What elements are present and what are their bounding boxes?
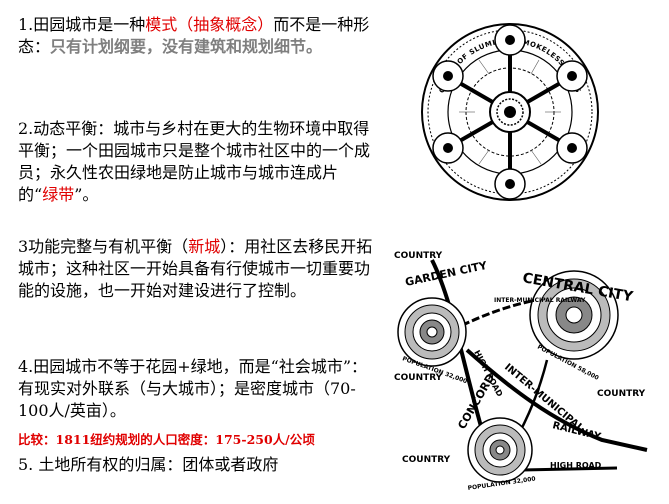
garden-city-rings xyxy=(397,297,467,367)
density-note: 比较：1811纽约规划的人口密度：175-250人/公顷 xyxy=(18,432,315,447)
country-label: COUNTRY xyxy=(402,455,451,465)
country-label: COUNTRY xyxy=(597,389,646,399)
item-2-highlight: 绿带 xyxy=(42,185,75,204)
item-2: 2.动态平衡：城市与乡村在更大的生物环境中取得平衡；一个田园城市只是整个城市社区… xyxy=(18,118,378,206)
country-label: COUNTRY xyxy=(394,373,443,383)
central-city-rings xyxy=(529,270,619,360)
item-3-text-c: ）：用社区去移民开拓城市；这种社区一开始具备有行使城市一切重要功能的设施，也一开… xyxy=(18,237,373,300)
item-1-text-c: 而不是一种形态： xyxy=(18,15,370,56)
item-2-text-a: 2.动态平衡：城市与乡村在更大的生物环境中取得平衡；一个田园城市只是整个城市社区… xyxy=(18,119,371,204)
concord-rings xyxy=(467,417,533,483)
item-1-text-a: 1.田园城市是一种 xyxy=(18,15,146,34)
item-1-highlight: 模式（抽象概念） xyxy=(145,15,274,34)
item-1-gray-text: 只有计划纲要，没有建筑和规划细节。 xyxy=(50,37,323,56)
item-4-text: 4.田园城市不等于花园+绿地，而是“社会城市”：有现实对外联系（与大城市）；是密… xyxy=(18,357,368,420)
social-city-diagram: COUNTRY GARDEN CITY CENTRAL CITY COUNTRY… xyxy=(394,251,648,492)
item-1: 1.田园城市是一种模式（抽象概念）而不是一种形态：只有计划纲要，没有建筑和规划细… xyxy=(18,14,378,58)
item-5-text: 5. 土地所有权的归属：团体或者政府 xyxy=(18,455,279,474)
country-label: COUNTRY xyxy=(394,251,443,261)
item-2-text-c: ”。 xyxy=(74,185,99,204)
item-4: 4.田园城市不等于花园+绿地，而是“社会城市”：有现实对外联系（与大城市）；是密… xyxy=(18,356,378,422)
item-3-text-a: 3功能完整与有机平衡（ xyxy=(18,237,189,256)
high-road-label: HIGH ROAD xyxy=(550,461,602,470)
garden-city-label: GARDEN CITY xyxy=(404,259,489,289)
item-3: 3功能完整与有机平衡（新城）：用社区去移民开拓城市；这种社区一开始具备有行使城市… xyxy=(18,236,378,302)
item-5: 5. 土地所有权的归属：团体或者政府 xyxy=(18,454,378,476)
railway-label: INTER-MUNICIPAL RAILWAY xyxy=(494,297,586,304)
garden-city-group-diagram: GROUP OF SLUMLESS SMOKELESS CITIES xyxy=(421,23,599,201)
item-3-highlight: 新城 xyxy=(188,237,221,256)
